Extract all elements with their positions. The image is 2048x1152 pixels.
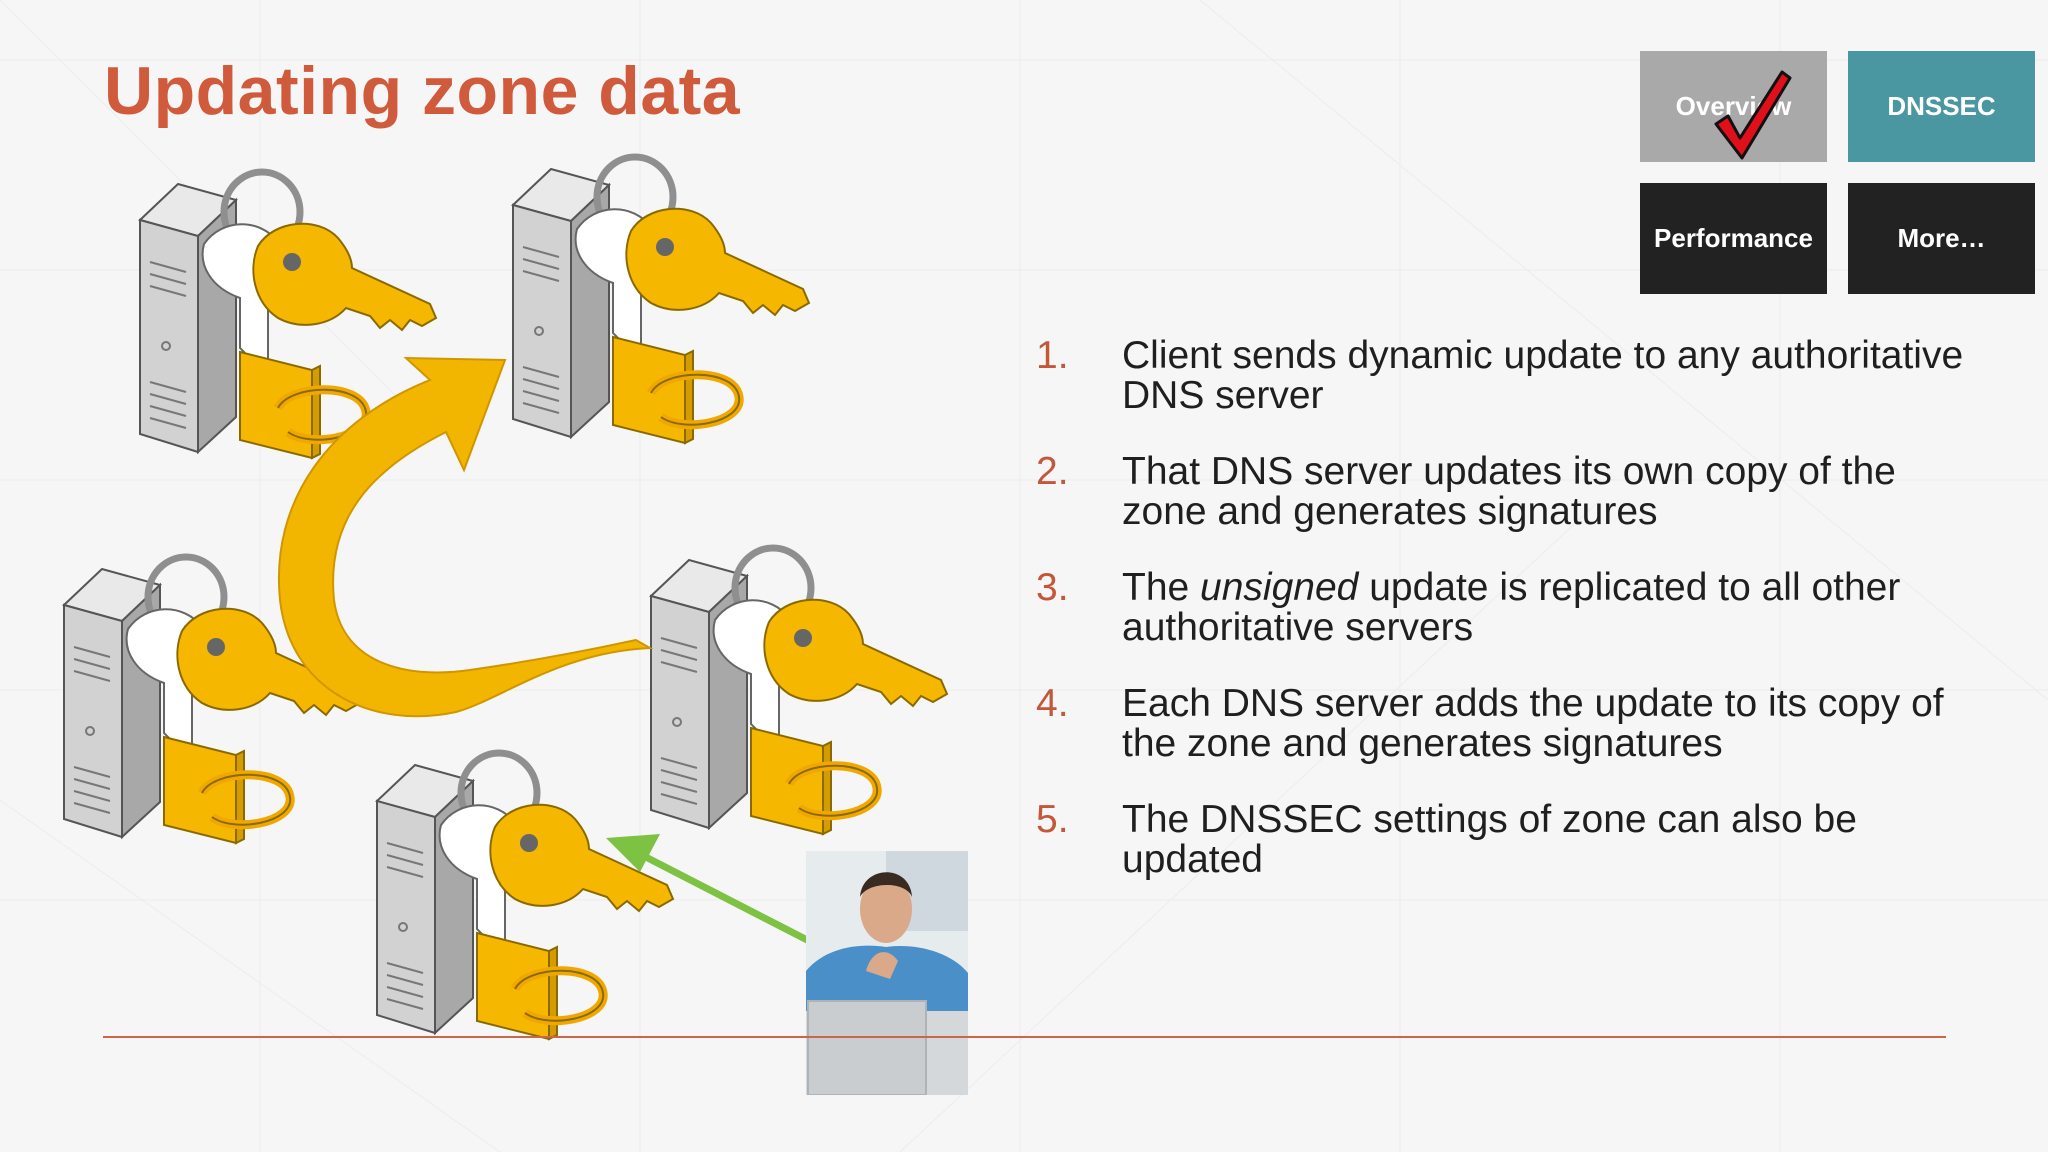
step-1: 1. Client sends dynamic update to any au… [1036,336,1966,416]
step-3: 3. The unsigned update is replicated to … [1036,568,1966,648]
server-key-icon [513,157,809,443]
user-photo [806,851,968,1095]
tile-more[interactable]: More… [1848,183,2035,294]
step-5: 5. The DNSSEC settings of zone can also … [1036,800,1966,880]
server-key-icon [377,753,673,1039]
step-text: The DNSSEC settings of zone can also be … [1122,798,1857,881]
step-number: 5. [1036,800,1069,840]
server-key-icon [651,548,947,834]
step-text: Client sends dynamic update to any autho… [1122,334,1963,417]
footer-divider [103,1036,1946,1038]
step-4: 4. Each DNS server adds the update to it… [1036,684,1966,764]
tile-dnssec[interactable]: DNSSEC [1848,51,2035,162]
step-number: 1. [1036,336,1069,376]
step-text: Each DNS server adds the update to its c… [1122,682,1944,765]
step-text: That DNS server updates its own copy of … [1122,450,1896,533]
tile-more-label: More… [1897,223,1985,254]
step-number: 2. [1036,452,1069,492]
steps-list: 1. Client sends dynamic update to any au… [1036,336,1966,916]
step-number: 4. [1036,684,1069,724]
tile-performance-label: Performance [1654,223,1813,254]
tile-dnssec-label: DNSSEC [1887,91,1995,122]
step-number: 3. [1036,568,1069,608]
step-text-before: The [1122,566,1200,609]
step-text-emphasis: unsigned [1200,566,1358,609]
step-2: 2. That DNS server updates its own copy … [1036,452,1966,532]
tile-performance[interactable]: Performance [1640,183,1827,294]
checkmark-icon [1712,66,1792,162]
